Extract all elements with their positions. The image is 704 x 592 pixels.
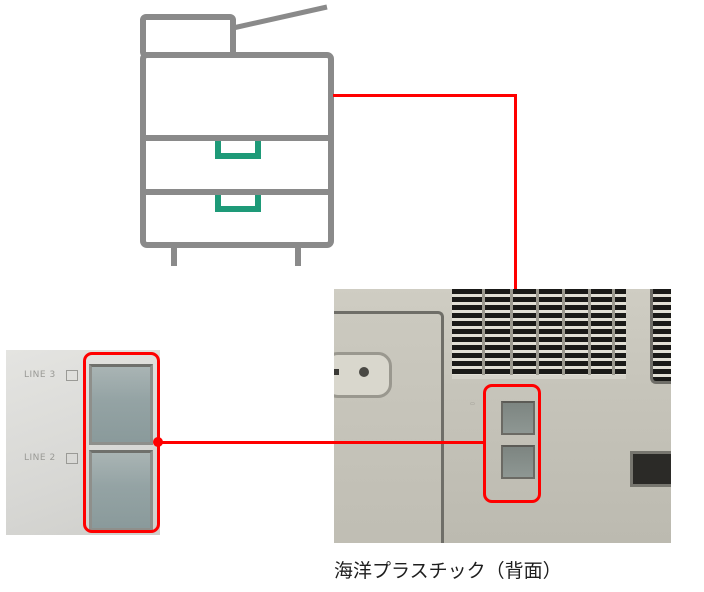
line3-port bbox=[89, 364, 153, 445]
printer-icon bbox=[140, 4, 334, 266]
line3-label: LINE 3 bbox=[24, 370, 56, 380]
screw-icon bbox=[359, 367, 369, 377]
knob-plate bbox=[334, 352, 392, 398]
connection-dot bbox=[153, 437, 163, 447]
highlight-box-left bbox=[83, 352, 160, 533]
side-vent bbox=[650, 289, 671, 384]
rear-panel bbox=[334, 311, 444, 543]
connection-line bbox=[333, 94, 517, 97]
line2-port bbox=[89, 450, 153, 531]
highlight-box-right bbox=[483, 384, 541, 503]
photo-caption: 海洋プラスチック（背面） bbox=[334, 560, 562, 582]
connection-line bbox=[158, 441, 486, 444]
connection-line bbox=[514, 94, 517, 386]
port-symbol-icon bbox=[66, 370, 78, 381]
line-port-upper bbox=[501, 401, 535, 435]
power-socket bbox=[630, 451, 671, 487]
line-port-lower bbox=[501, 445, 535, 479]
indicator-icon bbox=[334, 369, 339, 375]
vent-grill bbox=[452, 289, 626, 379]
port-symbol-icon bbox=[66, 453, 78, 464]
line2-label: LINE 2 bbox=[24, 453, 56, 463]
